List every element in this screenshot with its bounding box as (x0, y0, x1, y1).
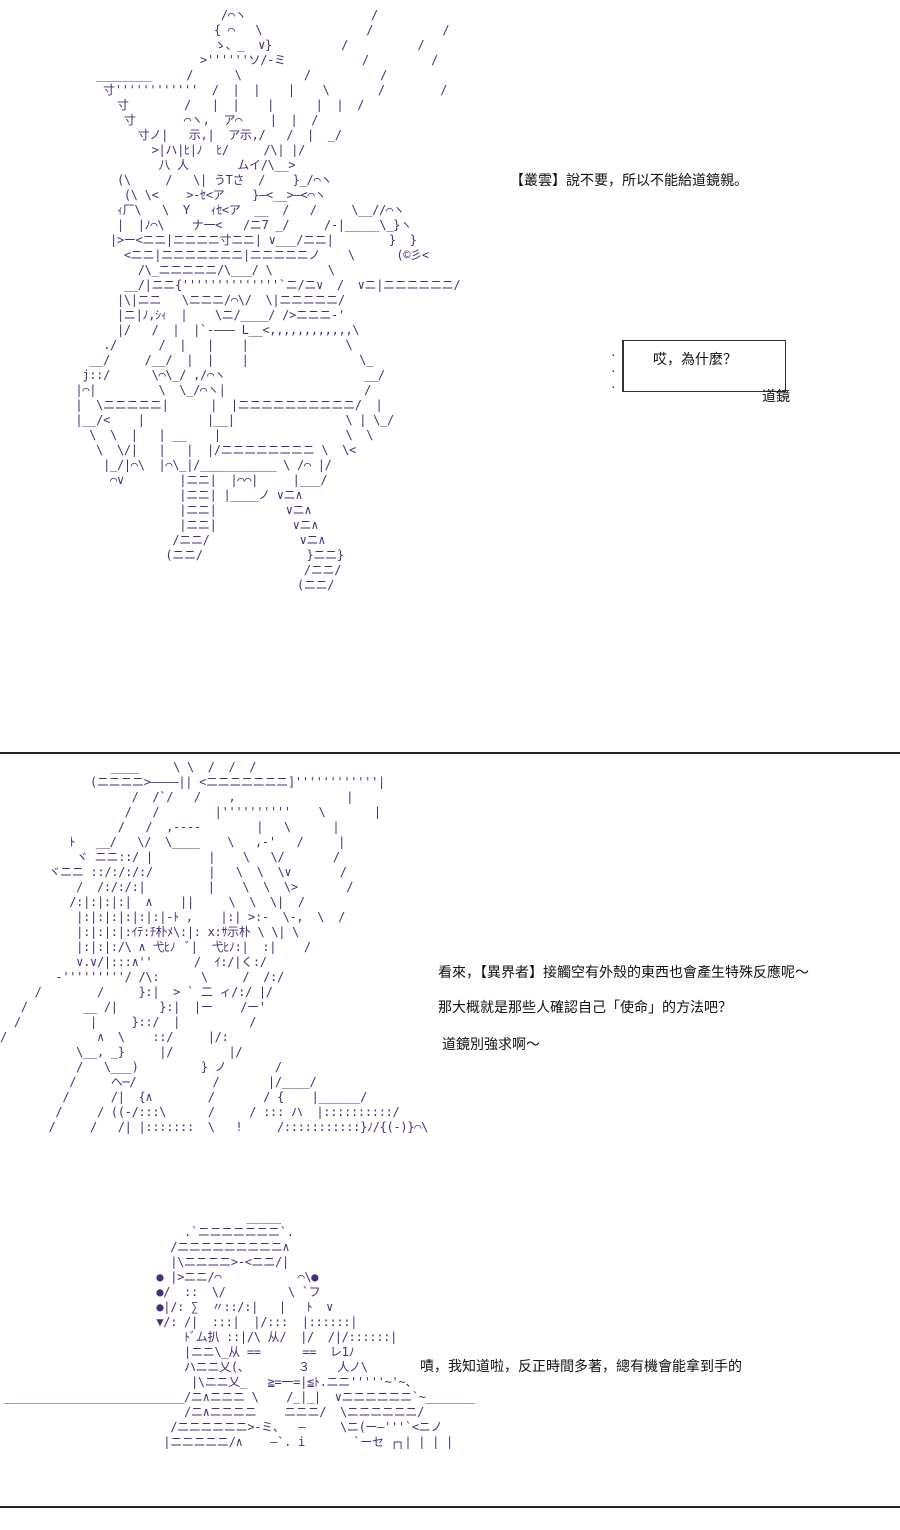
dialogue-dokyo: 嘖，我知道啦，反正時間多著，總有機會能拿到手的 (420, 1359, 742, 1375)
ascii-art-dokyo: _____ .`ニニニニニニニ`. /ニニニニニニニニニ∧ |\ニニニニ>-<ニ… (4, 1210, 475, 1449)
dialogue-line-2: 那大概就是那些人確認自己「使命」的方法吧？ (438, 1000, 732, 1016)
callout-dots: . . . (610, 346, 617, 391)
comic-panel-2: ____ \ \ / / / (ニニニニ>――――|| <ニニニニニニニ]'''… (0, 754, 900, 1506)
dialogue-murakumo: 【叢雲】說不要，所以不能給道鏡親。 (510, 173, 748, 189)
callout-speaker: 道鏡 (762, 389, 790, 405)
ascii-art-hat-figure: ____ \ \ / / / (ニニニニ>――――|| <ニニニニニニニ]'''… (0, 760, 429, 1134)
panel-divider (0, 752, 900, 754)
comic-panel-1: /⌒ヽ / { ⌒ \ / / ゝ、_ ∨} / / >''''''ソ/-ミ / (0, 0, 900, 752)
callout-text: 哎，為什麼？ (653, 352, 737, 368)
speech-callout-box: 哎，為什麼？ (622, 340, 786, 392)
dialogue-line-3: 道鏡別強求啊～ (442, 1037, 540, 1053)
dialogue-line-1: 看來，【異界者】接觸空有外殼的東西也會產生特殊反應呢～ (438, 965, 809, 981)
panel-divider (0, 1506, 900, 1508)
ascii-art-murakumo: /⌒ヽ / { ⌒ \ / / ゝ、_ ∨} / / >''''''ソ/-ミ / (75, 8, 461, 592)
